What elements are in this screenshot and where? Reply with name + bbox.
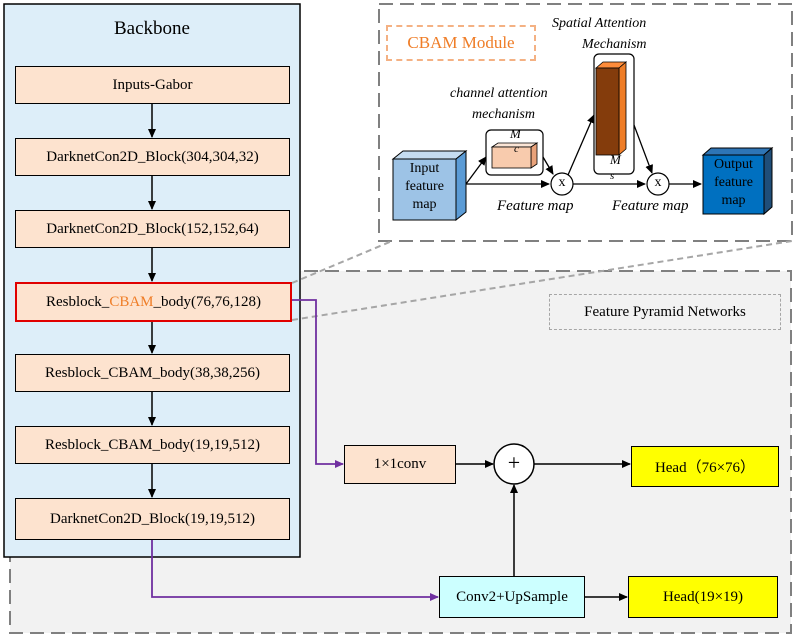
output-cube-side	[763, 146, 773, 216]
spatial-attention-label-1: Spatial Attention	[552, 16, 647, 31]
spatial-attention-label-2: Mechanism	[582, 37, 647, 52]
output-cube-front	[702, 154, 765, 215]
channel-attention-label-2: mechanism	[472, 107, 535, 122]
cbam-arrow-input-to-mc	[465, 156, 487, 185]
block-resblock-cbam-76: Resblock_CBAM_body(76,76,128)	[15, 282, 292, 322]
block-resblock-cbam-19: Resblock_CBAM_body(19,19,512)	[15, 426, 290, 464]
input-cube-front	[392, 158, 457, 221]
conv1x1-box: 1×1conv	[344, 445, 456, 484]
block-resblock-cbam-38: Resblock_CBAM_body(38,38,256)	[15, 354, 290, 392]
feature-map-label-1: Feature map	[497, 198, 574, 214]
output-feature-map-label-1: Output	[714, 157, 753, 172]
cbam-arrow-x1-to-ms	[567, 114, 595, 176]
cbam-arrow-ms-to-x2	[633, 124, 653, 174]
ms-bar-side	[618, 61, 627, 156]
mc-label-c: c	[514, 143, 519, 155]
input-feature-map-label-3: map	[412, 197, 437, 212]
conv-upsample-box: Conv2+UpSample	[439, 576, 585, 618]
feature-map-label-2: Feature map	[612, 198, 689, 214]
block-resblock-highlight: CBAM	[109, 293, 154, 310]
mc-label-m: M	[510, 126, 521, 141]
cbam-arrow-mc-to-x1	[542, 156, 554, 175]
mc-bar-side	[530, 142, 538, 169]
plus-symbol: +	[507, 450, 521, 475]
purple-arrow-darknet	[151, 540, 439, 601]
ms-bar-front	[595, 67, 620, 156]
channel-attention-label-1: channel attention	[450, 86, 548, 101]
ms-label-s: s	[610, 170, 615, 182]
multiply-symbol-1: x	[558, 175, 566, 190]
mc-bar-front	[491, 146, 532, 169]
cbam-title: CBAM Module	[386, 25, 536, 61]
block-resblock-suffix: _body(76,76,128)	[153, 293, 262, 310]
head-76-box: Head（76×76）	[631, 446, 779, 487]
block-darknet-19: DarknetCon2D_Block(19,19,512)	[15, 498, 290, 540]
block-inputs-gabor: Inputs-Gabor	[15, 66, 290, 104]
input-feature-map-label-1: Input	[409, 161, 440, 176]
output-feature-map-label-3: map	[721, 193, 746, 208]
block-resblock-prefix: Resblock_	[45, 293, 110, 310]
ms-label-m: M	[610, 152, 621, 167]
output-feature-map-label-2: feature	[714, 175, 753, 190]
input-feature-map-label-2: feature	[405, 179, 444, 194]
input-cube-top	[391, 150, 468, 160]
zoom-line-top	[291, 240, 393, 284]
input-cube-side	[455, 149, 467, 222]
block-darknet-152: DarknetCon2D_Block(152,152,64)	[15, 210, 290, 248]
plus-circle	[493, 443, 535, 485]
output-cube-top	[701, 147, 774, 156]
purple-arrow-resblock	[292, 299, 344, 468]
zoom-line-bottom	[291, 240, 793, 321]
multiply-symbol-2: x	[654, 175, 662, 190]
fpn-title: Feature Pyramid Networks	[549, 294, 781, 330]
head-19-box: Head(19×19)	[628, 576, 778, 618]
block-darknet-304: DarknetCon2D_Block(304,304,32)	[15, 138, 290, 176]
backbone-title: Backbone	[114, 18, 190, 39]
